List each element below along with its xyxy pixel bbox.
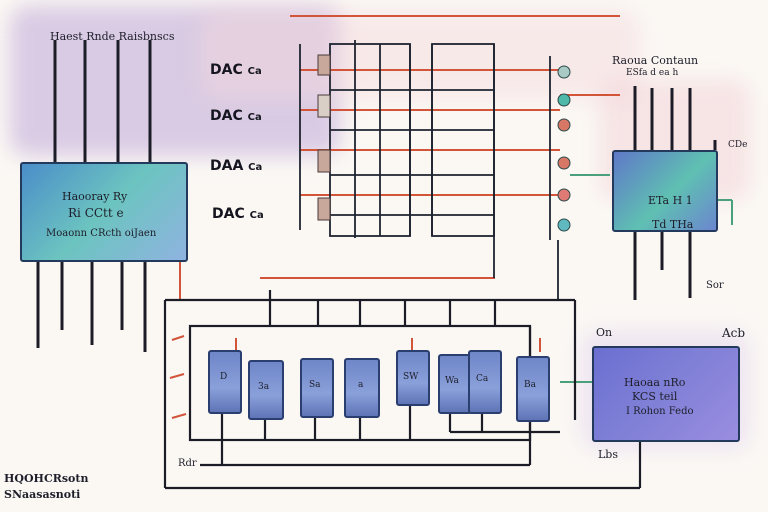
purple-wash-top [10,6,340,156]
bottom-right-line3: I Rohon Fedo [626,406,694,417]
bottom-bus-label: Rdr [178,458,197,469]
dac-prefix: DAC [210,62,243,78]
chip-8: Ba [516,356,550,422]
dac-prefix: DAC [212,206,245,222]
right-module-line1: ETa H 1 [648,194,693,207]
footer-line1: HQOHCRsotn [4,472,89,485]
dac-prefix: DAA [210,158,244,174]
chip-label: Ba [524,380,536,390]
dac-tag: Ca [248,162,263,173]
left-module-line2: Ri CCtt e [68,206,124,220]
dac-label-4: DAC Ca [212,206,264,222]
dac-label-1: DAC Ca [210,62,262,78]
dac-tag: Ca [247,112,262,123]
chip-label: 3a [258,382,270,392]
dac-label-3: DAA Ca [210,158,262,174]
chip-7: Ca [468,350,502,414]
chip-label: a [358,380,364,390]
bottom-right-line2: KCS teil [632,390,678,403]
top-right-title: Raoua Contaun [612,54,699,67]
right-side-label: CDe [728,140,748,150]
page-title: Haest Rnde Raisbnscs [50,30,175,43]
left-module-line3: Moaonn CRcth oiJaen [46,228,157,239]
bottom-right-left-tag: On [596,326,613,339]
dac-label-2: DAC Ca [210,108,262,124]
chip-3: Sa [300,358,334,418]
dac-tag: Ca [249,210,264,221]
right-bottom-label: Sor [706,280,724,291]
bottom-right-bottom-tag: Lbs [598,448,618,461]
right-module-block: ETa H 1 Td THa [612,150,718,232]
chip-label: D [220,372,228,382]
chip-label: Sa [309,380,321,390]
left-module-block: Haooray Ry Ri CCtt e Moaonn CRcth oiJaen [20,162,188,262]
chip-1: D [208,350,242,414]
chip-5: SW [396,350,430,406]
bottom-right-line1: Haoaa nRo [624,376,686,389]
top-right-subtitle: ESfa d ea h [626,68,679,78]
footer-line2: SNaasasnoti [4,488,81,501]
right-module-line2: Td THa [652,218,694,231]
chip-2: 3a [248,360,284,420]
bottom-right-right-tag: Acb [722,326,746,340]
pink-wash-top [200,10,640,100]
chip-label: SW [403,372,419,382]
left-module-line1: Haooray Ry [62,190,128,203]
chip-label: Wa [445,376,459,386]
chip-label: Ca [476,374,489,384]
chip-6: Wa [438,354,472,414]
dac-tag: Ca [247,66,262,77]
dac-prefix: DAC [210,108,243,124]
chip-4: a [344,358,380,418]
bottom-right-module-block: Haoaa nRo KCS teil I Rohon Fedo [592,346,740,442]
